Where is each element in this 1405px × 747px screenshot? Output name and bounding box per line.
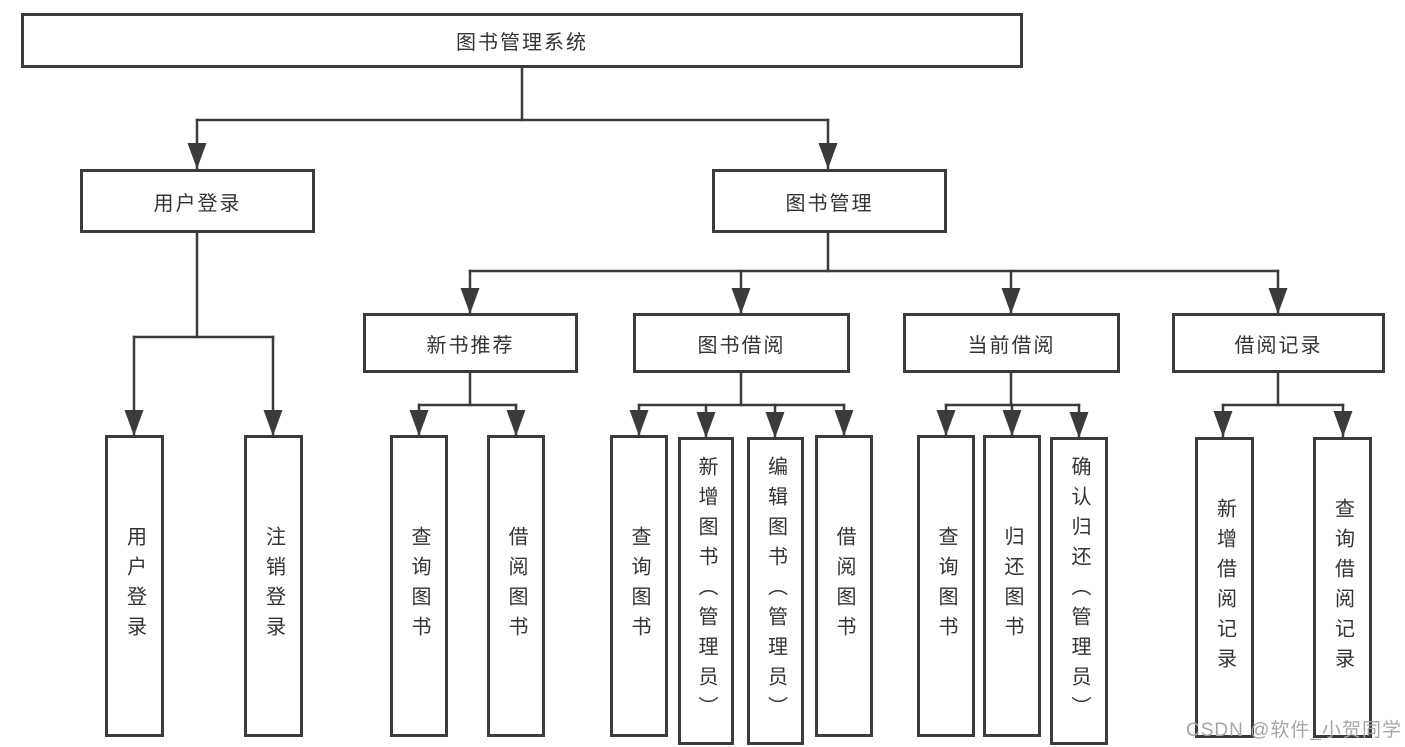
leaf-logout-label: 注销登录 (262, 526, 285, 646)
leaf-user-login-label: 用户登录 (123, 526, 146, 646)
node-current-borrow: 当前借阅 (903, 313, 1120, 373)
leaf-br-add-record-label: 新增借阅记录 (1213, 497, 1236, 678)
leaf-bb-edit-book-admin: 编辑图书（管理员） (747, 437, 804, 745)
node-root: 图书管理系统 (21, 13, 1023, 68)
leaf-bb-borrow-book: 借阅图书 (815, 435, 873, 737)
node-book-management: 图书管理 (712, 169, 947, 233)
leaf-bb-borrow-book-label: 借阅图书 (833, 526, 855, 646)
leaf-bb-edit-book-admin-label: 编辑图书（管理员） (764, 456, 787, 726)
node-root-label: 图书管理系统 (456, 32, 588, 54)
leaf-nb-borrow-book: 借阅图书 (487, 435, 545, 737)
leaf-bb-query-book: 查询图书 (610, 435, 668, 737)
node-borrow-records: 借阅记录 (1172, 313, 1385, 373)
leaf-cb-confirm-return-admin: 确认归还（管理员） (1050, 437, 1108, 745)
node-book-borrow: 图书借阅 (633, 313, 850, 373)
leaf-nb-query-book: 查询图书 (390, 435, 448, 737)
node-borrow-records-label: 借阅记录 (1234, 334, 1323, 357)
leaf-cb-return-book-label: 归还图书 (1001, 526, 1023, 646)
csdn-watermark: CSDN @软件_小贺同学 (1186, 720, 1402, 741)
leaf-bb-add-book-admin: 新增图书（管理员） (678, 437, 734, 745)
leaf-nb-query-book-label: 查询图书 (408, 526, 430, 646)
node-new-book-recommend: 新书推荐 (363, 313, 578, 373)
leaf-br-query-record: 查询借阅记录 (1313, 437, 1372, 738)
leaf-logout: 注销登录 (244, 435, 303, 737)
node-book-management-label: 图书管理 (785, 192, 874, 215)
leaf-bb-add-book-admin-label: 新增图书（管理员） (695, 456, 717, 726)
leaf-br-query-record-label: 查询借阅记录 (1331, 497, 1354, 678)
leaf-cb-return-book: 归还图书 (983, 435, 1041, 737)
leaf-user-login: 用户登录 (105, 435, 164, 737)
node-book-borrow-label: 图书借阅 (697, 334, 786, 357)
node-user-login: 用户登录 (80, 169, 315, 233)
node-current-borrow-label: 当前借阅 (967, 334, 1056, 357)
leaf-nb-borrow-book-label: 借阅图书 (505, 526, 527, 646)
node-user-login-label: 用户登录 (153, 192, 242, 215)
leaf-cb-confirm-return-admin-label: 确认归还（管理员） (1068, 456, 1090, 726)
leaf-br-add-record: 新增借阅记录 (1195, 437, 1254, 738)
leaf-cb-query-book: 查询图书 (917, 435, 975, 737)
node-new-book-recommend-label: 新书推荐 (426, 334, 515, 357)
leaf-cb-query-book-label: 查询图书 (935, 526, 957, 646)
leaf-bb-query-book-label: 查询图书 (628, 526, 650, 646)
